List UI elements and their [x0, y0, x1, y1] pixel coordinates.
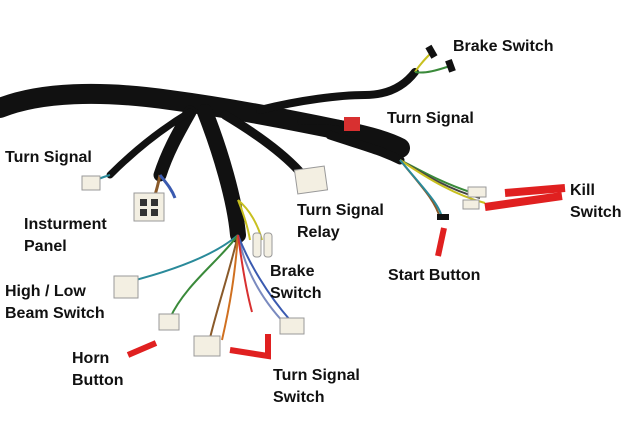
brake-connector-b	[445, 58, 456, 73]
pointer-kill-b	[484, 192, 563, 211]
label-beam-switch-line1: High / Low	[5, 283, 86, 300]
label-brake-switch-top: Brake Switch	[453, 38, 554, 55]
brake-switch-connector	[279, 317, 305, 335]
label-turn-signal-right: Turn Signal	[387, 110, 474, 127]
turn-switch-connector	[193, 335, 221, 357]
label-horn-button-line2: Button	[72, 372, 124, 389]
label-beam-switch-line2: Beam Switch	[5, 305, 105, 322]
kill-connector-b	[462, 199, 480, 210]
label-kill-switch-line2: Switch	[570, 204, 622, 221]
instrument-connector	[133, 192, 165, 222]
label-start-button: Start Button	[388, 267, 481, 284]
brake-connector-a	[425, 44, 438, 59]
branch-turn-signal-left	[106, 108, 194, 179]
label-brake-switch-bottom-line1: Brake	[270, 263, 315, 280]
label-turn-signal-switch-line2: Switch	[273, 389, 325, 406]
branch-brake-top	[256, 68, 419, 114]
horn-connector	[158, 313, 180, 331]
turn-signal-left-connector	[81, 175, 101, 191]
label-kill-switch-line1: Kill	[570, 182, 595, 199]
label-insturment-panel-line1: Insturment	[24, 216, 107, 233]
pointer-turn-switch	[229, 334, 271, 360]
pointer-horn	[126, 340, 158, 358]
label-horn-button-line1: Horn	[72, 350, 110, 367]
turn-signal-red-connector	[344, 117, 360, 131]
start-connector	[437, 214, 449, 220]
label-brake-switch-bottom-line2: Switch	[270, 285, 322, 302]
branch-turn-signal-right	[297, 118, 348, 127]
brake-bullet-a	[252, 232, 262, 258]
label-turn-signal-relay-line1: Turn Signal	[297, 202, 384, 219]
pointer-start	[435, 227, 447, 257]
brake-bullet-b	[263, 232, 273, 258]
branch-relay	[220, 110, 305, 177]
relay-connector	[293, 165, 329, 195]
beam-switch-connector	[113, 275, 139, 299]
label-turn-signal-switch-line1: Turn Signal	[273, 367, 360, 384]
label-turn-signal-left: Turn Signal	[5, 149, 92, 166]
label-insturment-panel-line2: Panel	[24, 238, 67, 255]
branch-kill-start	[325, 130, 405, 165]
kill-connector-a	[467, 186, 487, 198]
label-turn-signal-relay-line2: Relay	[297, 224, 340, 241]
main-trunk	[0, 83, 410, 158]
branch-switch-cluster	[197, 104, 246, 243]
pointer-kill-a	[504, 184, 566, 197]
